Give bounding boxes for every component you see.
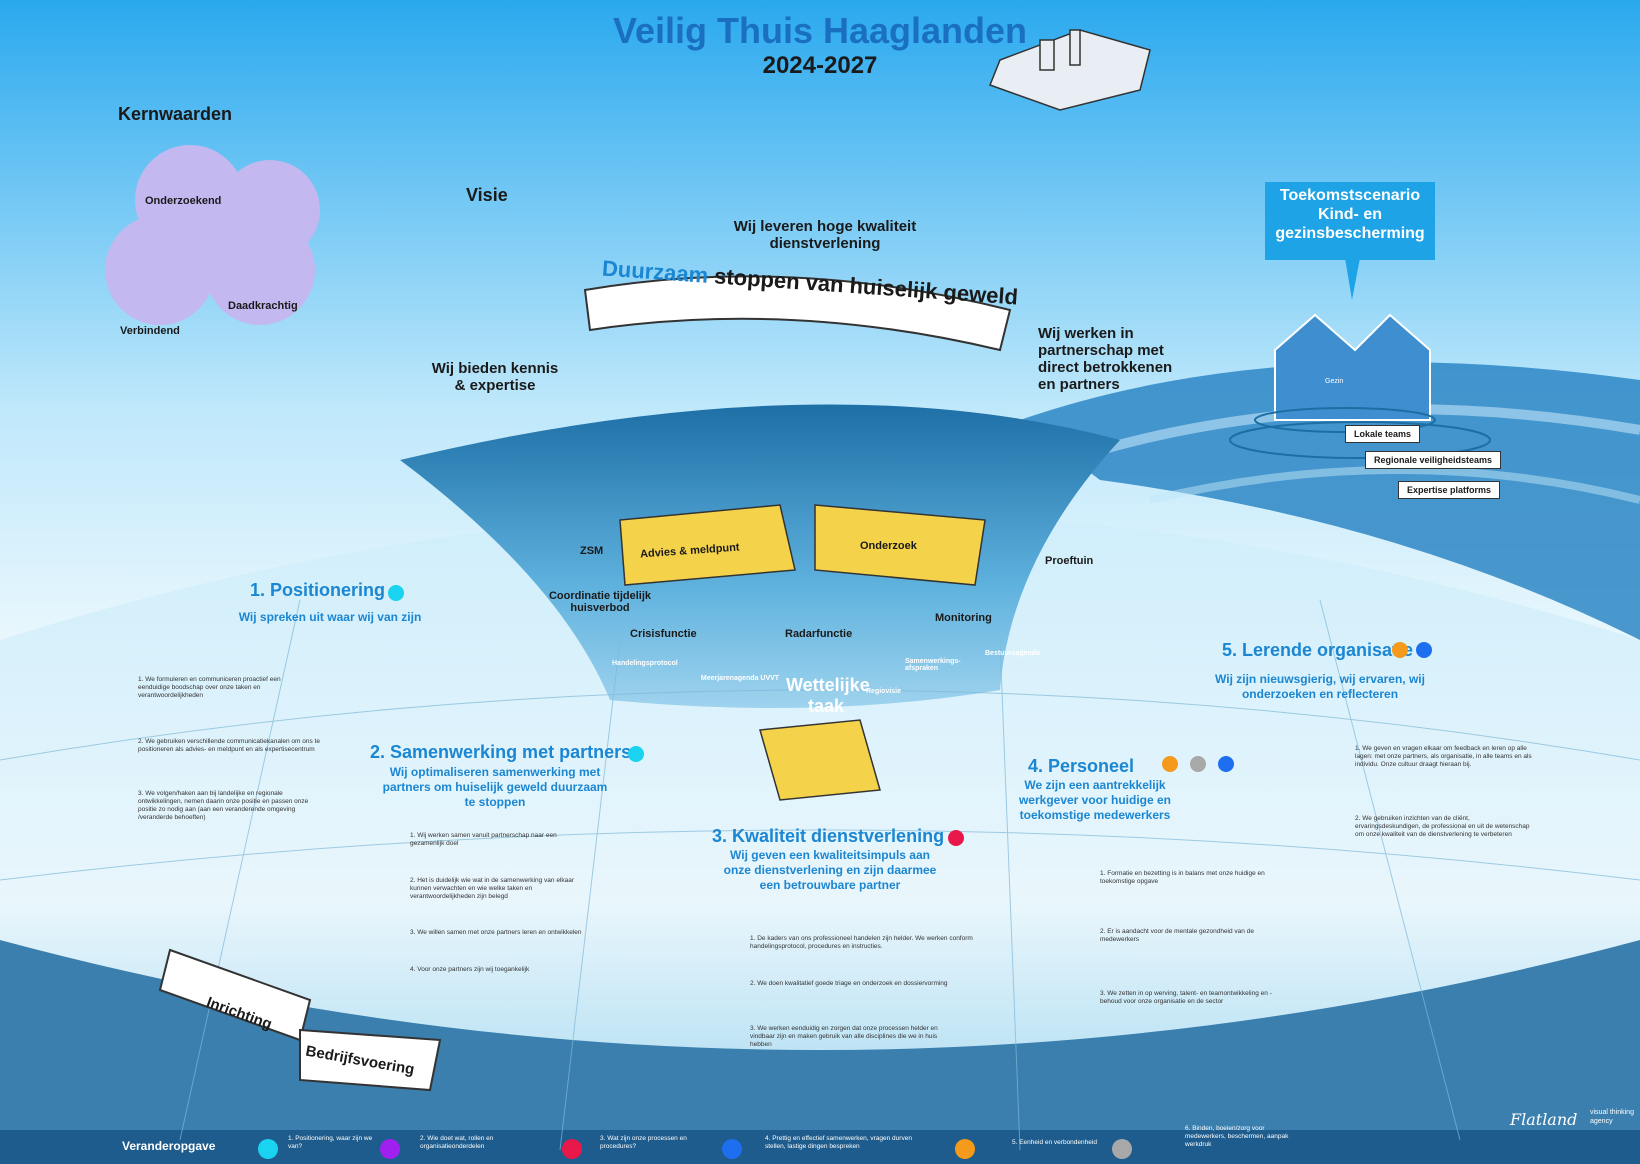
brand-logo: Flatland xyxy=(1510,1110,1578,1129)
kwaliteit-top-text: Wij leveren hoge kwaliteit dienstverleni… xyxy=(733,218,917,252)
legend-dot-1 xyxy=(258,1139,278,1159)
legend-dot-2 xyxy=(380,1139,400,1159)
theme-4-dot-3 xyxy=(1218,756,1234,772)
toekomst-bubble-tail xyxy=(1345,258,1360,300)
level-lokale-teams: Lokale teams xyxy=(1345,425,1421,443)
theme-4-title: 4. Personeel xyxy=(1028,756,1135,776)
theme-4-dot-2 xyxy=(1190,756,1206,772)
page-title: Veilig Thuis Haaglanden xyxy=(612,10,1028,51)
level-regionale: Regionale veiligheidsteams xyxy=(1365,451,1502,469)
globe-surface xyxy=(0,510,1640,1164)
theme-3-point-1: 1. De kaders van ons professioneel hande… xyxy=(750,935,973,950)
bottom-ocean xyxy=(0,940,1640,1164)
brand-tag: visual thinking agency xyxy=(1590,1109,1634,1125)
theme-3-point-3: 3. We werken eenduidig en zorgen dat onz… xyxy=(750,1025,938,1048)
samenwerking-label: Samenwerkings-afspraken xyxy=(905,658,961,672)
gezin-label: Gezin xyxy=(1325,378,1344,385)
banner-ribbon xyxy=(583,275,1012,352)
theme-3-point-2: 2. We doen kwalitatief goede triage en o… xyxy=(750,980,948,987)
theme-5-tagline: Wij zijn nieuwsgierig, wij ervaren, wij … xyxy=(1215,672,1425,701)
proeftuin-label: Proeftuin xyxy=(1045,555,1094,567)
bottom-bar xyxy=(0,1130,1640,1164)
theme-5-dot-1 xyxy=(1392,642,1408,658)
theme-5-point-2: 2. We gebruiken inzichten van de cliënt,… xyxy=(1355,815,1530,838)
zsm-label: ZSM xyxy=(580,545,604,557)
globe-grid xyxy=(0,599,1640,1151)
theme-5-dot-2 xyxy=(1416,642,1432,658)
visie-title: Visie xyxy=(466,185,508,205)
wave-line xyxy=(1149,466,1640,504)
meerjarenagenda-label: Meerjarenagenda UVVT xyxy=(700,675,780,682)
partnerschap-text: Wij werken in partnerschap met direct be… xyxy=(1038,325,1173,393)
radar-label: Radarfunctie xyxy=(785,628,853,640)
page-years: 2024-2027 xyxy=(762,52,878,79)
theme-2-tagline: Wij optimaliseren samenwerking met partn… xyxy=(382,765,608,809)
onderzoek-card xyxy=(814,504,986,586)
legend-item-5: 5. Eenheid en verbondenheid xyxy=(1012,1139,1097,1146)
legend-dot-6 xyxy=(1112,1139,1132,1159)
theme-4-tagline: We zijn een aantrekkelijk werkgever voor… xyxy=(1018,778,1172,822)
theme-5-point-1: 1. We geven en vragen elkaar om feedback… xyxy=(1355,745,1532,768)
visie-text: Wij bieden kennis & expertise xyxy=(431,360,559,394)
theme-2-dot xyxy=(628,746,644,762)
theme-4-point-1: 1. Formatie en bezetting is in balans me… xyxy=(1100,870,1265,885)
theme-3-tagline: Wij geven een kwaliteitsimpuls aan onze … xyxy=(723,848,937,892)
theme-2-point-1: 1. Wij werken samen vanuit partnerschap … xyxy=(410,832,557,847)
value-verbindend: Verbindend xyxy=(120,325,180,337)
theme-5-title: 5. Lerende organisatie xyxy=(1222,640,1414,660)
onderzoek-label: Onderzoek xyxy=(860,540,917,552)
toekomst-houses xyxy=(1274,313,1431,421)
theme-1-tagline: Wij spreken uit waar wij van zijn xyxy=(238,610,422,624)
regiovisie-label: Regiovisie xyxy=(866,688,902,695)
theme-2-point-2: 2. Het is duidelijk wie wat in de samenw… xyxy=(410,877,575,900)
legend-dot-5 xyxy=(955,1139,975,1159)
wettelijk-title: Wettelijke taak xyxy=(786,675,870,716)
theme-1-dot xyxy=(388,585,404,601)
toekomst-bubble: Toekomstscenario Kind- en gezinsbescherm… xyxy=(1265,182,1435,260)
advies-card xyxy=(619,504,796,586)
legend-item-6: 6. Binden, boeien/zorg voor medewerkers,… xyxy=(1185,1125,1289,1148)
bestuursagenda-label: Bestuursagenda xyxy=(985,650,1040,657)
level-expertise: Expertise platforms xyxy=(1398,481,1501,499)
kernwaarden-title: Kernwaarden xyxy=(118,104,233,124)
wettelijk-folder xyxy=(759,719,881,801)
handelingsprotocol-label: Handelingsprotocol xyxy=(612,660,678,667)
kernwaarden-cloud xyxy=(105,145,320,325)
theme-2-title: 2. Samenwerking met partners xyxy=(370,742,632,762)
crisis-label: Crisisfunctie xyxy=(630,628,697,640)
theme-4-point-2: 2. Er is aandacht voor de mentale gezond… xyxy=(1100,928,1254,943)
legend-dot-3 xyxy=(562,1139,582,1159)
legend-dot-4 xyxy=(722,1139,742,1159)
monitoring-label: Monitoring xyxy=(935,612,992,624)
theme-1-point-2: 2. We gebruiken verschillende communicat… xyxy=(138,738,320,753)
theme-2-point-3: 3. We willen samen met onze partners ler… xyxy=(410,929,582,936)
value-daadkrachtig: Daadkrachtig xyxy=(228,300,298,312)
legend-title: Veranderopgave xyxy=(122,1139,216,1153)
title-cityscape xyxy=(989,29,1151,111)
legend-item-4: 4. Prettig en effectief samenwerken, vra… xyxy=(765,1135,912,1150)
coordinatie-label: Coordinatie tijdelijk huisverbod xyxy=(548,590,652,614)
theme-3-title: 3. Kwaliteit dienstverlening xyxy=(712,826,945,846)
value-onderzoekend: Onderzoekend xyxy=(145,195,222,207)
theme-4-dot-1 xyxy=(1162,756,1178,772)
theme-3-dot xyxy=(948,830,964,846)
legend-item-3: 3. Wat zijn onze processen en procedures… xyxy=(600,1135,687,1150)
arrow-bedrijfsvoering xyxy=(299,1028,442,1092)
theme-2-point-4: 4. Voor onze partners zijn wij toegankel… xyxy=(410,966,530,973)
theme-1-title: 1. Positionering xyxy=(250,580,386,600)
theme-1-point-3: 3. We volgen/haken aan bij landelijke en… xyxy=(138,790,309,821)
legend-item-2: 2. Wie doet wat, rollen en organisatieon… xyxy=(420,1135,494,1150)
theme-1-point-1: 1. We formuleren en communiceren proacti… xyxy=(138,676,281,699)
theme-4-point-3: 3. We zetten in op werving, talent- en t… xyxy=(1100,990,1272,1005)
legend-item-1: 1. Positionering, waar zijn we van? xyxy=(288,1135,373,1150)
